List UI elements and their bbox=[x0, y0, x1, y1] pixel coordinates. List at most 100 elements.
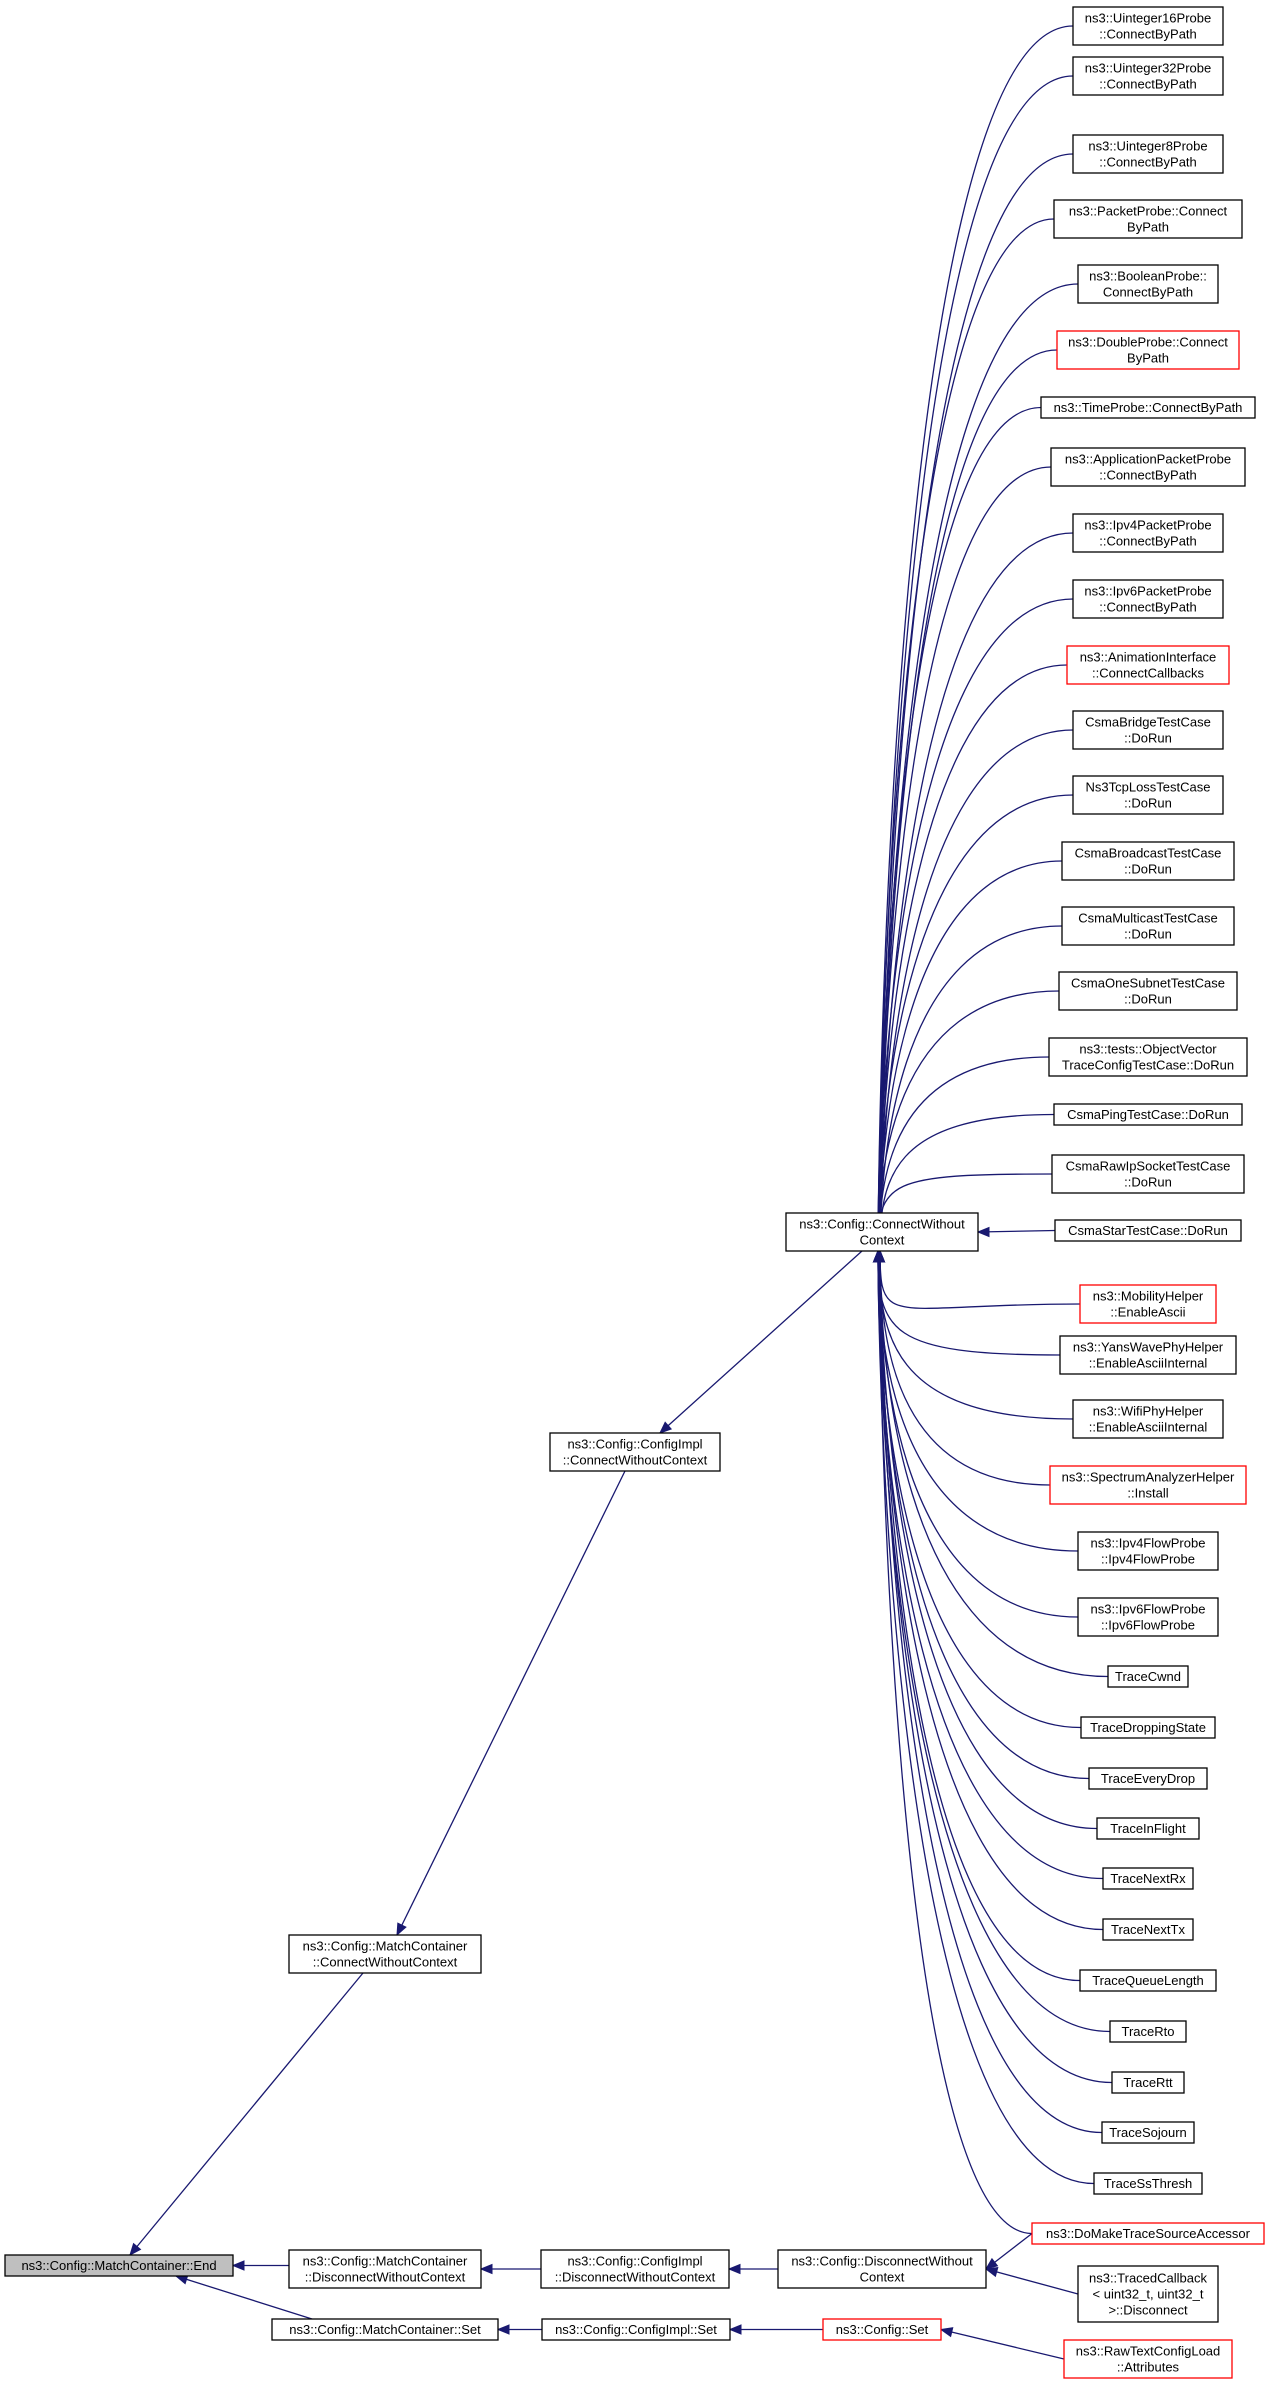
graph-node[interactable]: ns3::Ipv6FlowProbe::Ipv6FlowProbe bbox=[1077, 1597, 1219, 1637]
graph-node[interactable]: ns3::tests::ObjectVectorTraceConfigTestC… bbox=[1048, 1037, 1248, 1077]
call-edge bbox=[873, 283, 1079, 1253]
graph-node[interactable]: TraceEveryDrop bbox=[1088, 1767, 1208, 1790]
node-label: TraceSojourn bbox=[1109, 2125, 1187, 2140]
graph-node[interactable]: CsmaBroadcastTestCase::DoRun bbox=[1061, 841, 1235, 881]
graph-node[interactable]: ns3::DoubleProbe::ConnectByPath bbox=[1056, 330, 1240, 370]
call-edge bbox=[231, 2260, 289, 2271]
graph-node[interactable]: CsmaPingTestCase::DoRun bbox=[1053, 1103, 1243, 1126]
graph-node[interactable]: ns3::Config::Set bbox=[822, 2318, 942, 2341]
graph-node[interactable]: ns3::Uinteger32Probe::ConnectByPath bbox=[1072, 56, 1224, 96]
node-box bbox=[288, 2249, 482, 2289]
node-label: ns3::Ipv4PacketProbe bbox=[1084, 518, 1211, 533]
node-box bbox=[1077, 2265, 1219, 2323]
graph-node[interactable]: TraceRtt bbox=[1111, 2071, 1185, 2094]
graph-node[interactable]: ns3::Uinteger16Probe::ConnectByPath bbox=[1072, 6, 1224, 46]
graph-node[interactable]: CsmaStarTestCase::DoRun bbox=[1054, 1219, 1242, 1242]
graph-node[interactable]: ns3::Config::ConfigImpl::Set bbox=[541, 2318, 731, 2341]
node-label: CsmaBridgeTestCase bbox=[1085, 715, 1211, 730]
node-label: ::Install bbox=[1127, 1486, 1168, 1501]
node-box bbox=[1080, 1716, 1216, 1739]
graph-node[interactable]: CsmaOneSubnetTestCase::DoRun bbox=[1058, 971, 1238, 1011]
call-edge-line bbox=[879, 1250, 1051, 1486]
node-label: CsmaPingTestCase::DoRun bbox=[1067, 1107, 1229, 1122]
graph-node[interactable]: ns3::PacketProbe::ConnectByPath bbox=[1053, 199, 1243, 239]
call-edge bbox=[874, 925, 1063, 1253]
graph-node[interactable]: ns3::Config::ConnectWithoutContext bbox=[785, 1212, 979, 1252]
call-edge bbox=[874, 1249, 1081, 1982]
node-label: ns3::Uinteger16Probe bbox=[1085, 11, 1211, 26]
graph-node[interactable]: TraceNextRx bbox=[1102, 1867, 1194, 1890]
graph-node[interactable]: ns3::BooleanProbe::ConnectByPath bbox=[1077, 264, 1219, 304]
node-label: ns3::Config::ConfigImpl::Set bbox=[555, 2322, 717, 2337]
node-label: ::Ipv6FlowProbe bbox=[1101, 1618, 1195, 1633]
graph-node[interactable]: ns3::SpectrumAnalyzerHelper::Install bbox=[1049, 1465, 1247, 1505]
graph-node[interactable]: TraceInFlight bbox=[1096, 1817, 1200, 1840]
graph-node[interactable]: ns3::ApplicationPacketProbe::ConnectByPa… bbox=[1050, 447, 1246, 487]
graph-node[interactable]: TraceNextTx bbox=[1102, 1918, 1194, 1941]
call-edge bbox=[659, 1250, 863, 1434]
node-box bbox=[1109, 2020, 1187, 2043]
graph-node[interactable]: ns3::Config::MatchContainer::DisconnectW… bbox=[288, 2249, 482, 2289]
node-label: ::Attributes bbox=[1117, 2360, 1180, 2375]
node-label: ns3::Config::ConfigImpl bbox=[567, 2254, 702, 2269]
graph-node[interactable]: ns3::YansWavePhyHelper::EnableAsciiInter… bbox=[1059, 1335, 1237, 1375]
node-box bbox=[1072, 1399, 1224, 1439]
node-label: ::ConnectByPath bbox=[1099, 534, 1197, 549]
graph-node[interactable]: ns3::DoMakeTraceSourceAccessor bbox=[1031, 2222, 1265, 2245]
graph-node[interactable]: TraceSojourn bbox=[1101, 2121, 1195, 2144]
graph-node[interactable]: TraceRto bbox=[1109, 2020, 1187, 2043]
graph-node[interactable]: CsmaMulticastTestCase::DoRun bbox=[1061, 906, 1235, 946]
graph-node[interactable]: ns3::Ipv6PacketProbe::ConnectByPath bbox=[1072, 579, 1224, 619]
graph-node[interactable]: TraceDroppingState bbox=[1080, 1716, 1216, 1739]
call-edge-line bbox=[878, 664, 1068, 1252]
node-box bbox=[540, 2249, 730, 2289]
graph-node[interactable]: ns3::TracedCallback< uint32_t, uint32_t … bbox=[1077, 2265, 1219, 2323]
node-label: ::ConnectByPath bbox=[1099, 155, 1197, 170]
graph-node[interactable]: ns3::WifiPhyHelper::EnableAsciiInternal bbox=[1072, 1399, 1224, 1439]
node-label: ns3::Config::MatchContainer::Set bbox=[289, 2322, 481, 2337]
node-label: TraceQueueLength bbox=[1092, 1973, 1204, 1988]
graph-node[interactable]: ns3::Config::ConfigImpl::DisconnectWitho… bbox=[540, 2249, 730, 2289]
graph-node[interactable]: ns3::RawTextConfigLoad::Attributes bbox=[1063, 2339, 1233, 2379]
graph-node[interactable]: ns3::MobilityHelper::EnableAscii bbox=[1079, 1284, 1217, 1324]
call-edge bbox=[872, 990, 1060, 1253]
call-edge-arrowhead bbox=[984, 2257, 999, 2270]
graph-node[interactable]: ns3::Ipv4PacketProbe::ConnectByPath bbox=[1072, 513, 1224, 553]
node-label: TraceConfigTestCase::DoRun bbox=[1062, 1058, 1234, 1073]
node-box bbox=[1031, 2222, 1265, 2245]
graph-node[interactable]: TraceSsThresh bbox=[1093, 2172, 1203, 2195]
node-label: TraceEveryDrop bbox=[1101, 1771, 1195, 1786]
graph-node[interactable]: ns3::Config::MatchContainer::Set bbox=[271, 2318, 499, 2341]
graph-node[interactable]: ns3::Config::ConfigImpl::ConnectWithoutC… bbox=[549, 1432, 721, 1472]
graph-node[interactable]: ns3::AnimationInterface::ConnectCallback… bbox=[1066, 645, 1230, 685]
call-graph-edges bbox=[129, 25, 1113, 2360]
node-label: ns3::PacketProbe::Connect bbox=[1069, 204, 1228, 219]
node-box bbox=[1077, 1597, 1219, 1637]
node-label: ns3::WifiPhyHelper bbox=[1093, 1404, 1204, 1419]
node-box bbox=[1059, 1335, 1237, 1375]
graph-node[interactable]: Ns3TcpLossTestCase::DoRun bbox=[1072, 775, 1224, 815]
graph-node[interactable]: ns3::TimeProbe::ConnectByPath bbox=[1040, 396, 1256, 419]
node-label: < uint32_t, uint32_t bbox=[1093, 2287, 1204, 2302]
call-edge-line bbox=[396, 1470, 626, 1936]
node-label: ::DoRun bbox=[1124, 731, 1172, 746]
call-edge bbox=[728, 2324, 823, 2335]
root-node[interactable]: ns3::Config::MatchContainer::End bbox=[4, 2254, 234, 2277]
node-label: ns3::Config::MatchContainer bbox=[303, 1939, 468, 1954]
node-box bbox=[541, 2318, 731, 2341]
call-edge bbox=[872, 25, 1074, 1253]
graph-node[interactable]: CsmaRawIpSocketTestCase::DoRun bbox=[1051, 1154, 1245, 1194]
graph-node[interactable]: CsmaBridgeTestCase::DoRun bbox=[1072, 710, 1224, 750]
node-box bbox=[1107, 1665, 1189, 1688]
graph-node[interactable]: TraceQueueLength bbox=[1079, 1969, 1217, 1992]
call-edge bbox=[874, 1249, 1103, 2134]
graph-node[interactable]: TraceCwnd bbox=[1107, 1665, 1189, 1688]
call-edge bbox=[872, 598, 1074, 1253]
graph-node[interactable]: ns3::Ipv4FlowProbe::Ipv4FlowProbe bbox=[1077, 1531, 1219, 1571]
graph-node[interactable]: ns3::Config::MatchContainer::ConnectWith… bbox=[288, 1934, 482, 1974]
graph-node[interactable]: ns3::Config::DisconnectWithoutContext bbox=[777, 2249, 987, 2289]
node-label: ::ConnectWithoutContext bbox=[563, 1453, 708, 1468]
node-label: TraceInFlight bbox=[1110, 1821, 1186, 1836]
graph-node[interactable]: ns3::Uinteger8Probe::ConnectByPath bbox=[1072, 134, 1224, 174]
